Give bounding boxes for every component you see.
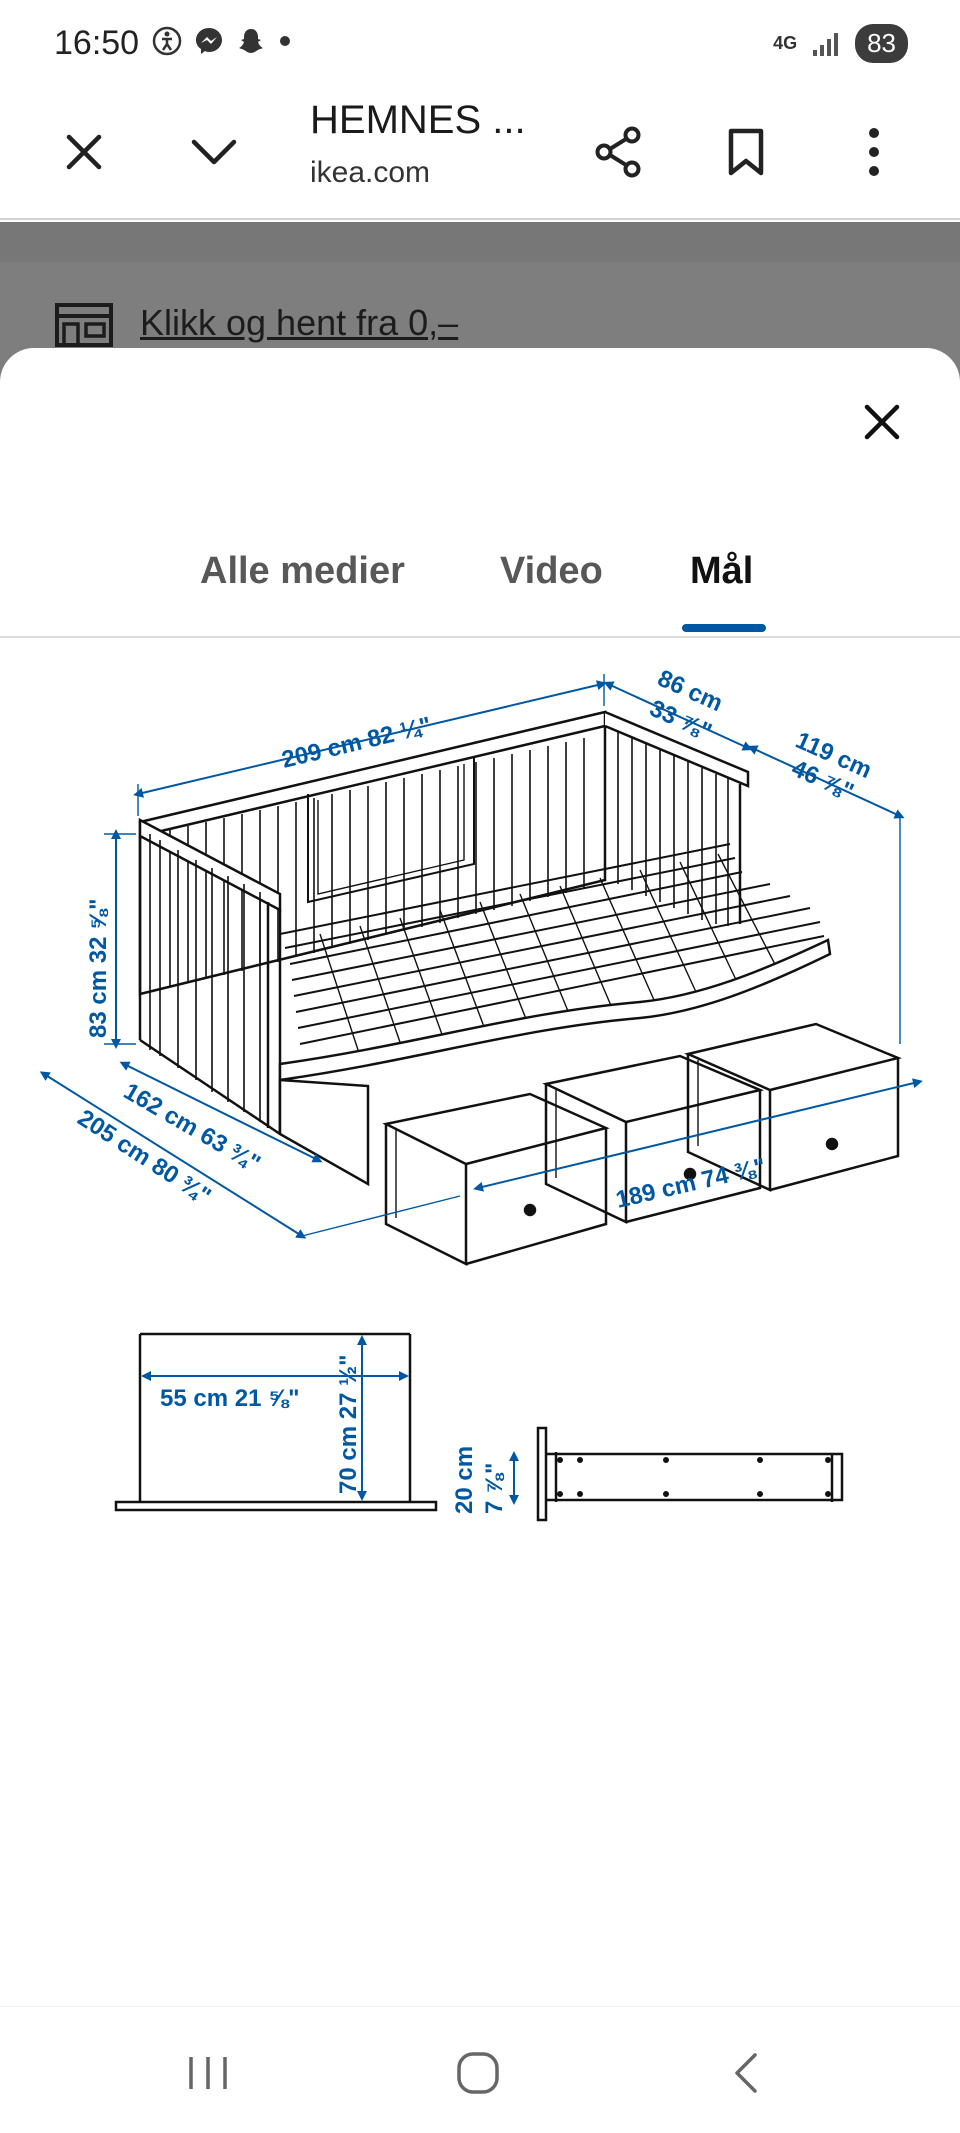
more-vertical-icon xyxy=(869,128,879,176)
dimension-diagram: 209 cm 82 ¼" 86 cm 33 ⅞" 119 cm 46 ⅞" 83… xyxy=(39,665,923,1522)
home-button[interactable] xyxy=(438,2033,518,2113)
tab-all-media[interactable]: Alle medier xyxy=(200,550,405,592)
more-options-button[interactable] xyxy=(834,112,914,192)
label-inner-height: 70 cm 27 ½" xyxy=(335,1355,362,1494)
label-inner-width: 55 cm 21 ⅝" xyxy=(160,1385,299,1412)
daybed-drawing xyxy=(138,710,902,1267)
bookmark-icon xyxy=(728,128,764,176)
system-navigation-bar xyxy=(0,2006,960,2133)
status-bar: 16:50 4G 83 xyxy=(0,0,960,90)
base-slats xyxy=(279,843,825,1045)
dimension-lines xyxy=(39,674,923,1239)
status-time: 16:50 xyxy=(54,24,140,62)
store-icon xyxy=(55,303,113,347)
close-icon xyxy=(864,404,900,440)
notification-icons xyxy=(152,26,292,56)
system-icons: 4G 83 xyxy=(773,24,908,63)
drawer-side-view xyxy=(536,1426,844,1522)
browser-toolbar: HEMNES ... ikea.com xyxy=(0,90,960,220)
back-button[interactable] xyxy=(706,2033,786,2113)
page-url: ikea.com xyxy=(310,156,431,189)
recent-apps-button[interactable] xyxy=(168,2033,248,2113)
chevron-down-icon xyxy=(191,139,237,165)
media-tabs: Alle medier Video Mål xyxy=(0,510,960,638)
dot-icon xyxy=(280,36,290,46)
home-icon xyxy=(457,2052,499,2094)
minimize-button[interactable] xyxy=(174,112,254,192)
click-and-collect-link[interactable]: Klikk og hent fra 0,– xyxy=(140,302,459,343)
close-icon xyxy=(66,134,102,170)
accessibility-icon xyxy=(152,26,182,56)
bookmark-button[interactable] xyxy=(706,112,786,192)
snapchat-icon xyxy=(239,29,263,53)
active-tab-indicator xyxy=(682,624,766,632)
close-sheet-button[interactable] xyxy=(848,388,916,456)
signal-icon xyxy=(813,32,839,56)
battery-indicator: 83 xyxy=(855,24,908,63)
back-icon xyxy=(735,2053,757,2093)
share-button[interactable] xyxy=(578,112,658,192)
tab-dimensions[interactable]: Mål xyxy=(690,550,754,592)
drawer-front-dimensions xyxy=(141,1335,409,1501)
tab-video[interactable]: Video xyxy=(500,550,603,592)
messenger-icon xyxy=(196,28,222,54)
page-content-strip xyxy=(0,222,960,262)
drawer-front-view xyxy=(114,1332,438,1512)
media-bottom-sheet: Alle medier Video Mål xyxy=(0,348,960,2006)
share-icon xyxy=(595,126,641,178)
recent-apps-icon xyxy=(189,2057,227,2089)
label-drawer-height-in: 7 ⅞" xyxy=(481,1463,508,1514)
page-title: HEMNES ... xyxy=(310,98,526,142)
network-type: 4G xyxy=(773,33,798,53)
close-tab-button[interactable] xyxy=(44,112,124,192)
label-drawer-height: 20 cm xyxy=(451,1446,478,1514)
label-height: 83 cm 32 ⅝" xyxy=(85,899,112,1038)
